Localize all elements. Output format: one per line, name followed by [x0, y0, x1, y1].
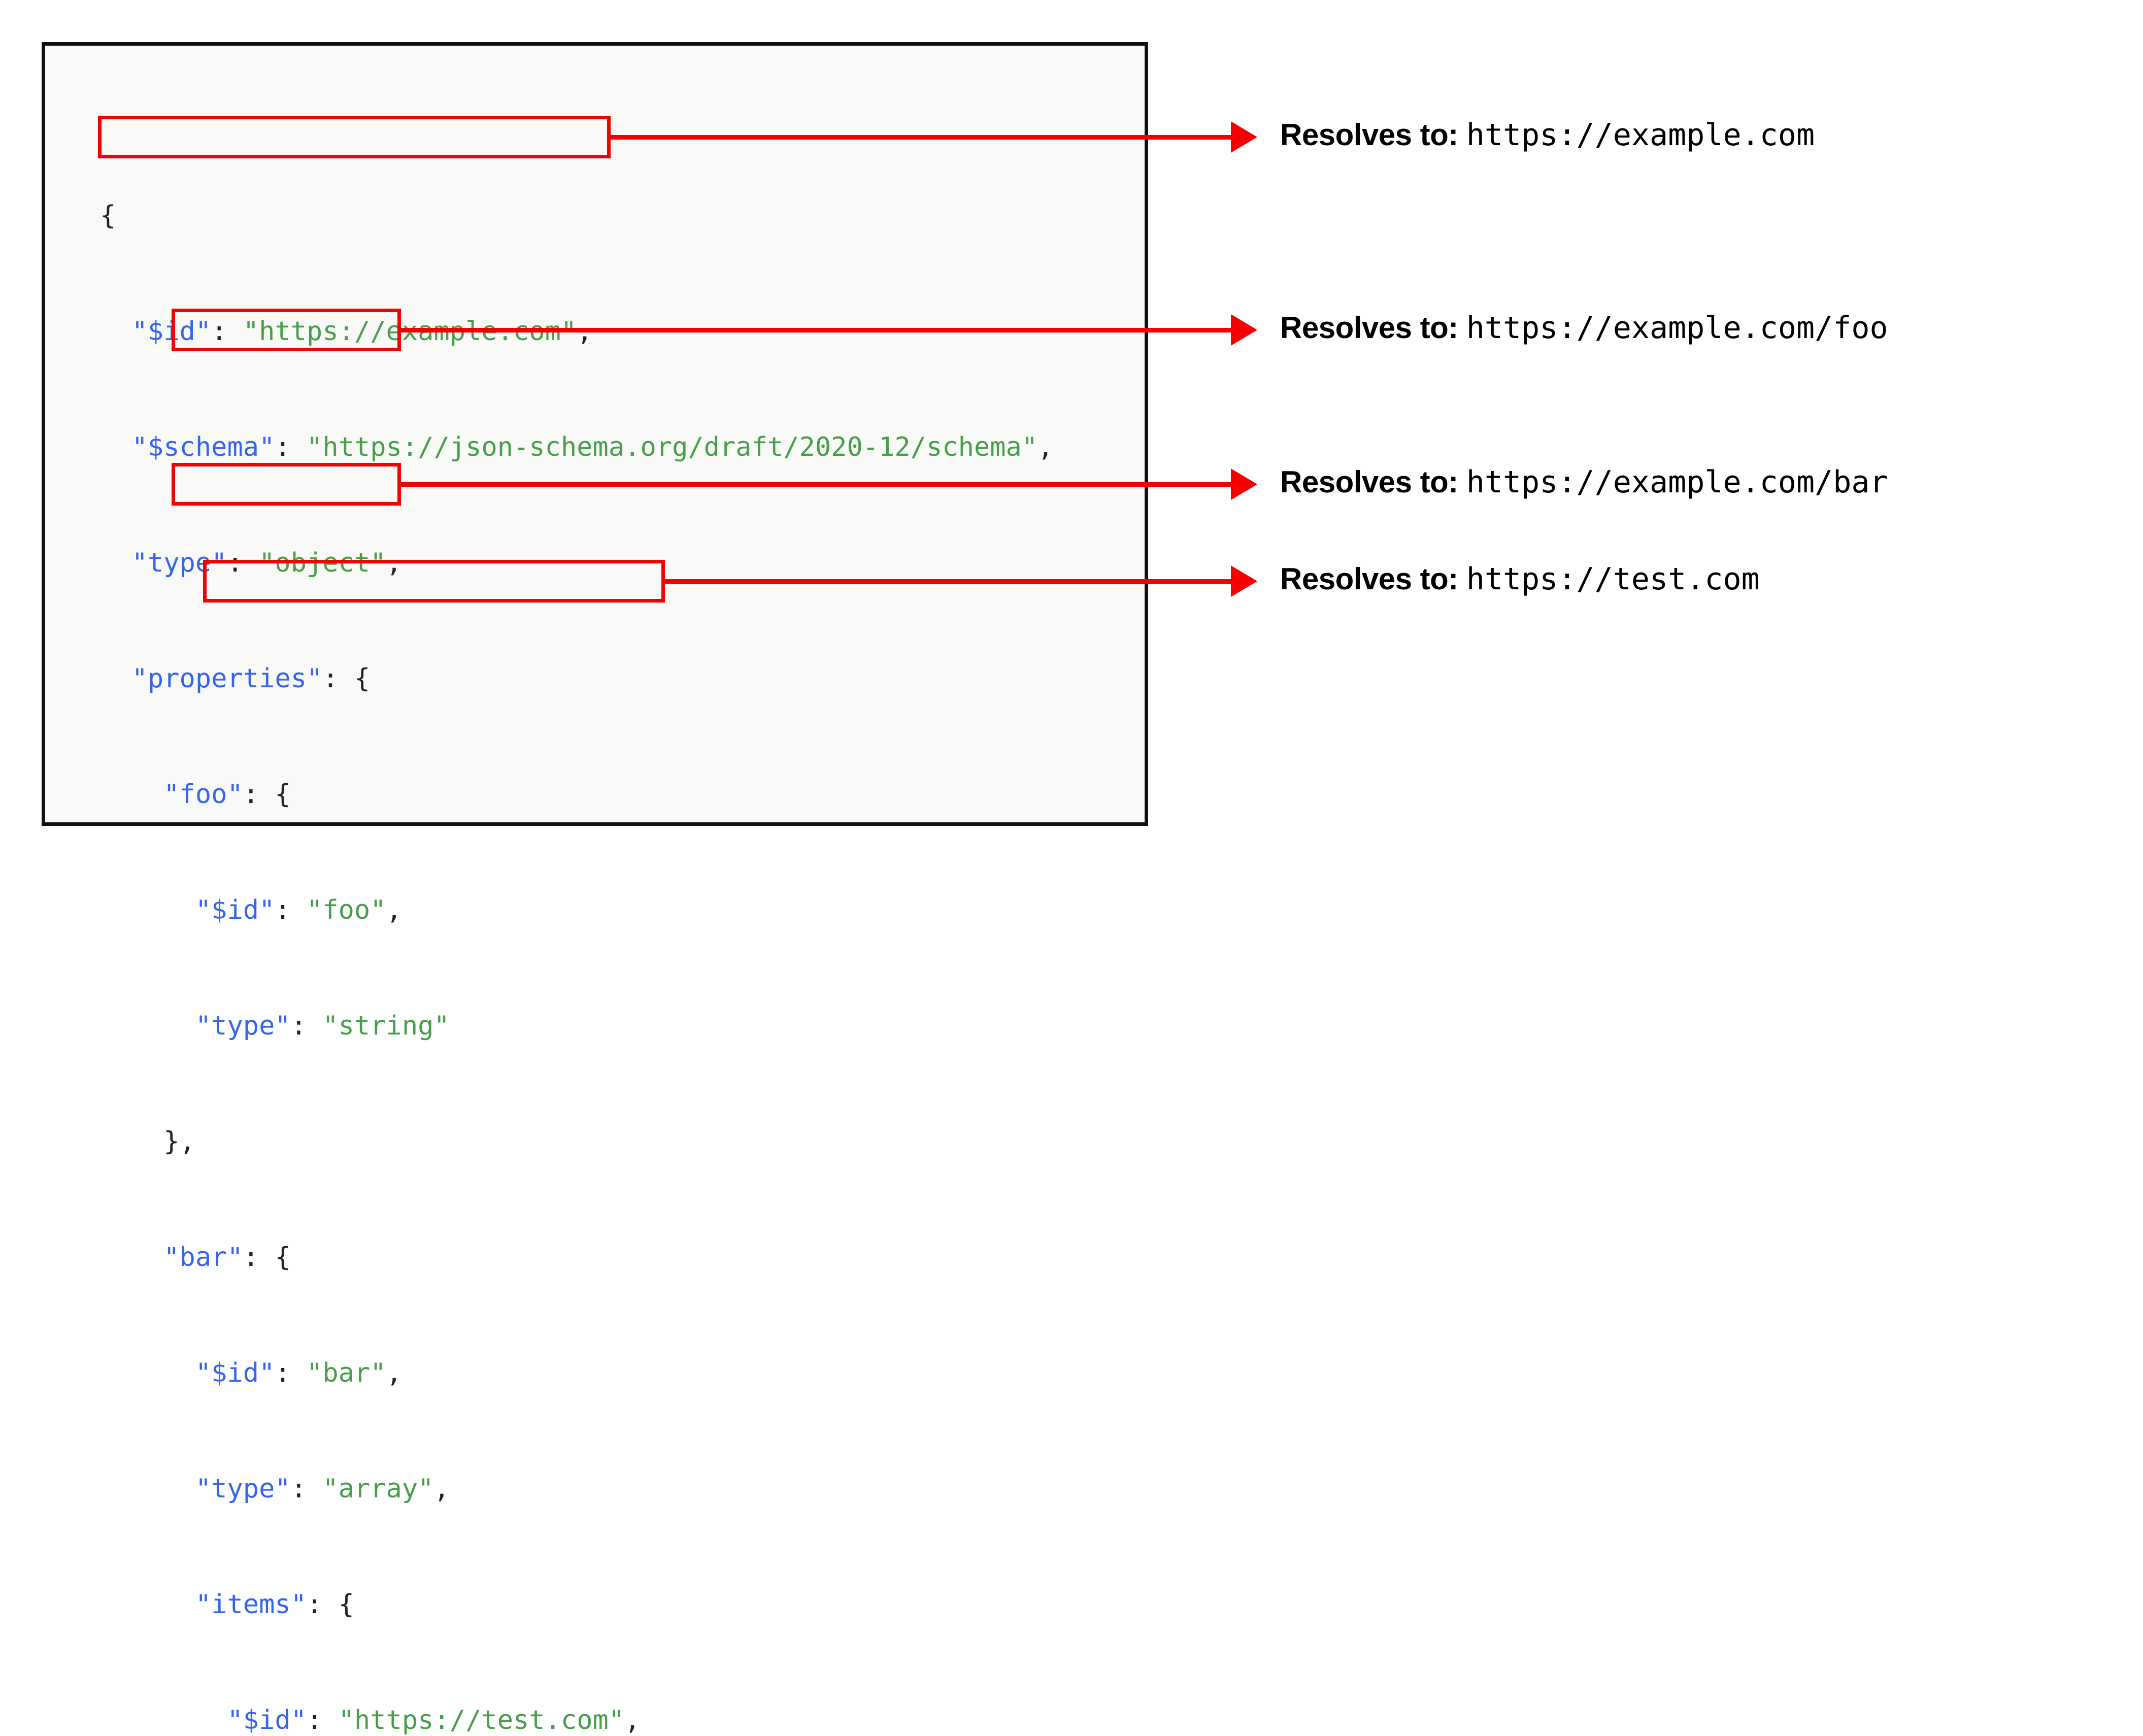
code-line-7: "$id": "foo", [100, 891, 1053, 929]
code-line-6: "foo": { [100, 775, 1053, 814]
code-line-10-text: "bar": { [163, 1242, 291, 1273]
arrow-head-id-items [1231, 565, 1257, 597]
code-line-3-text: "$schema": "https://json-schema.org/draf… [131, 432, 1054, 462]
resolves-to-label-id-items: Resolves to: [1280, 562, 1458, 596]
resolves-to-row-id-root: Resolves to:https://example.com [1280, 117, 1815, 153]
code-line-4-text: "type": "object", [131, 548, 402, 578]
code-line-13: "items": { [100, 1585, 1053, 1624]
code-line-9-text: }, [100, 1126, 195, 1157]
code-line-6-text: "foo": { [163, 779, 291, 810]
resolves-to-label-id-foo: Resolves to: [1280, 311, 1458, 345]
resolves-to-row-id-bar: Resolves to:https://example.com/bar [1280, 464, 1888, 500]
code-line-8: "type": "string" [100, 1007, 1053, 1045]
arrow-line-id-bar [401, 482, 1234, 487]
code-line-5: "properties": { [100, 659, 1053, 698]
code-line-8-text: "type": "string" [195, 1011, 450, 1041]
resolves-to-url-id-root: https://example.com [1466, 117, 1815, 153]
arrow-head-id-bar [1231, 469, 1257, 500]
code-line-3: "$schema": "https://json-schema.org/draf… [100, 428, 1054, 466]
code-line-1-text: { [100, 201, 116, 231]
arrow-line-id-foo [401, 328, 1234, 332]
json-code-panel: { "$id": "https://example.com", "$schema… [42, 42, 1148, 1735]
resolves-to-row-id-items: Resolves to:https://test.com [1280, 561, 1760, 597]
code-line-14: "$id": "https://test.com", [100, 1701, 1053, 1736]
code-line-12: "type": "array", [100, 1470, 1053, 1508]
resolves-to-row-id-foo: Resolves to:https://example.com/foo [1280, 310, 1888, 346]
code-line-12-text: "type": "array", [195, 1474, 450, 1504]
code-line-7-text: "$id": "foo", [195, 895, 402, 925]
arrow-line-id-root [611, 135, 1234, 140]
code-line-11-text: "$id": "bar", [195, 1358, 402, 1388]
resolves-to-url-id-foo: https://example.com/foo [1466, 310, 1888, 346]
json-code-block: { "$id": "https://example.com", "$schema… [100, 119, 1053, 1736]
arrow-line-id-items [665, 579, 1234, 584]
code-line-5-text: "properties": { [131, 663, 371, 694]
code-line-13-text: "items": { [195, 1589, 354, 1620]
resolves-to-url-id-items: https://test.com [1466, 561, 1760, 597]
code-line-10: "bar": { [100, 1238, 1053, 1277]
resolves-to-url-id-bar: https://example.com/bar [1466, 464, 1888, 500]
code-line-1: { [100, 196, 1053, 235]
arrow-head-id-root [1231, 121, 1257, 153]
code-line-14-text: "$id": "https://test.com", [227, 1705, 641, 1735]
code-line-11: "$id": "bar", [100, 1354, 1053, 1392]
code-line-9: }, [100, 1122, 1053, 1161]
code-line-4: "type": "object", [100, 544, 1053, 582]
resolves-to-label-id-bar: Resolves to: [1280, 465, 1458, 499]
resolves-to-label-id-root: Resolves to: [1280, 118, 1458, 152]
arrow-head-id-foo [1231, 314, 1257, 346]
